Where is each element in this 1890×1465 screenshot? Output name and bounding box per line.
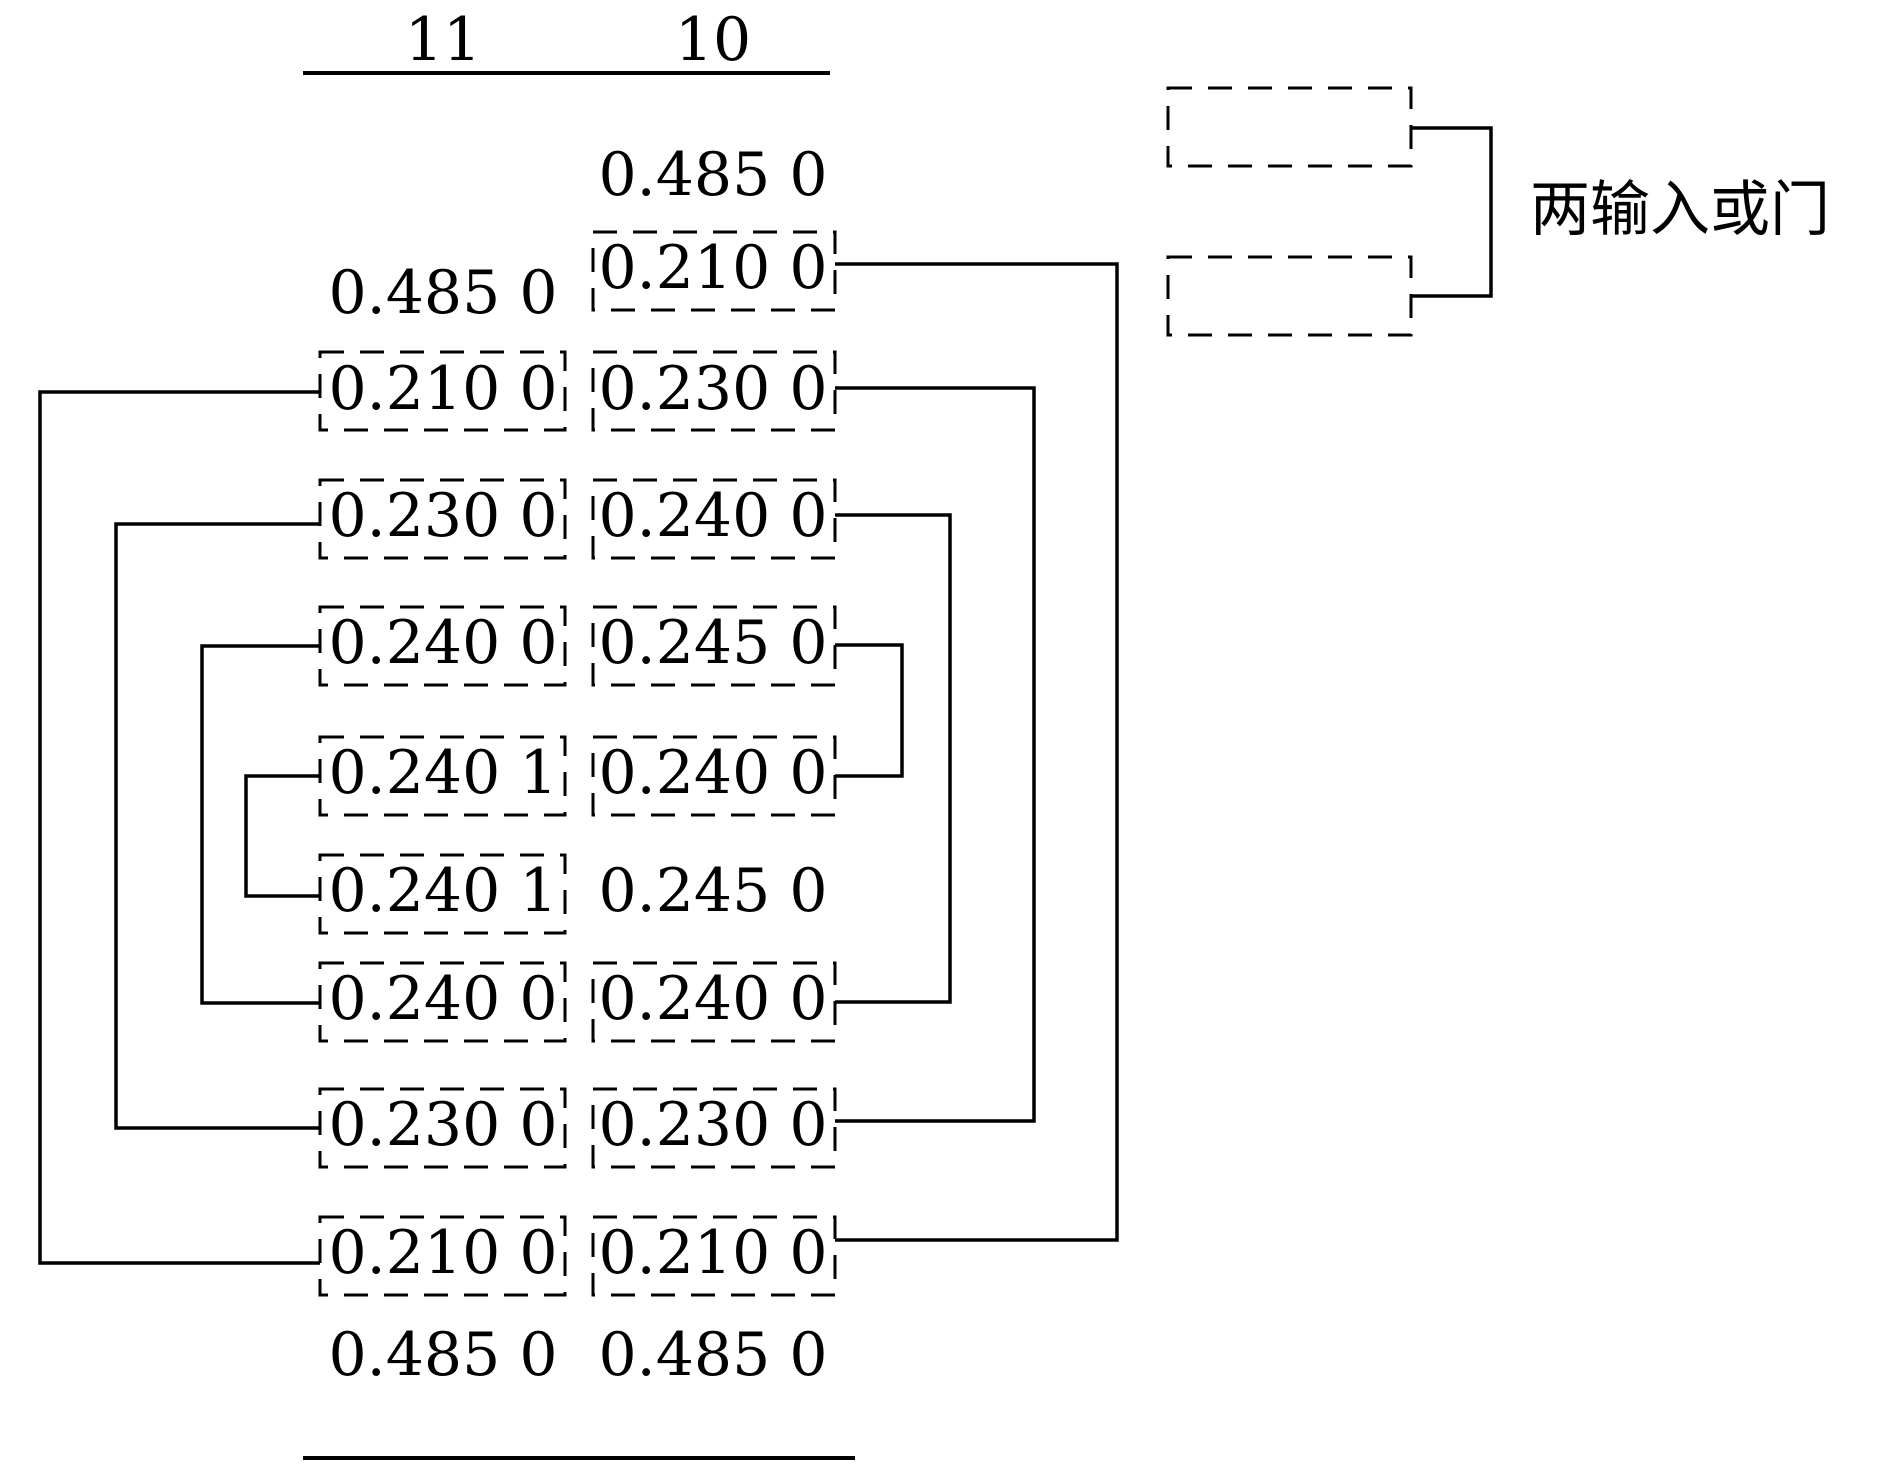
right-box-3	[591, 478, 837, 560]
left-box-5	[318, 853, 567, 935]
right-value-8: 0.230 0	[598, 1090, 827, 1160]
left-value-9: 0.485 0	[328, 1320, 557, 1390]
right-box-8	[591, 1087, 837, 1169]
right-value-4: 0.245 0	[598, 608, 827, 678]
legend-input-box-top	[1166, 86, 1413, 168]
left-connector-1-8	[38, 390, 320, 1265]
left-value-1: 0.210 0	[328, 354, 557, 424]
left-box-2	[318, 478, 567, 560]
left-value-7: 0.230 0	[328, 1090, 557, 1160]
left-column: 0.485 0 0.210 0 0.230 0 0.240 0 0.240 1 …	[328, 258, 557, 1390]
legend-label: 两输入或门	[1530, 175, 1830, 245]
right-value-6: 0.245 0	[598, 856, 827, 926]
right-value-7: 0.240 0	[598, 964, 827, 1034]
right-connector-3-7	[835, 513, 952, 1004]
left-value-2: 0.230 0	[328, 481, 557, 551]
left-value-4: 0.240 1	[328, 738, 557, 808]
column-header-left: 11	[405, 5, 481, 75]
right-boxes	[591, 230, 837, 1297]
right-box-9	[591, 1215, 837, 1297]
right-value-10: 0.485 0	[598, 1320, 827, 1390]
left-value-0: 0.485 0	[328, 258, 557, 328]
left-value-3: 0.240 0	[328, 608, 557, 678]
right-value-9: 0.210 0	[598, 1218, 827, 1288]
left-connector-4-5	[244, 774, 320, 898]
right-value-0: 0.485 0	[598, 140, 827, 210]
right-value-2: 0.230 0	[598, 354, 827, 424]
right-box-1	[591, 230, 837, 312]
right-value-3: 0.240 0	[598, 481, 827, 551]
left-connector-2-7	[114, 522, 320, 1130]
right-box-2	[591, 350, 837, 432]
left-value-8: 0.210 0	[328, 1218, 557, 1288]
left-value-6: 0.240 0	[328, 964, 557, 1034]
right-value-1: 0.210 0	[598, 233, 827, 303]
column-header-right: 10	[675, 5, 751, 75]
left-connector-3-6	[200, 644, 320, 1005]
left-box-8	[318, 1215, 567, 1297]
right-connector-4-5	[835, 643, 904, 778]
right-column: 0.485 0 0.210 0 0.230 0 0.240 0 0.245 0 …	[598, 140, 827, 1390]
right-connectors	[835, 262, 1119, 1242]
left-connectors	[38, 390, 320, 1265]
right-value-5: 0.240 0	[598, 738, 827, 808]
right-connector-1-9	[835, 262, 1119, 1242]
left-value-5: 0.240 1	[328, 856, 557, 926]
legend-input-box-bottom	[1166, 255, 1413, 337]
right-connector-2-8	[835, 386, 1036, 1123]
legend-connector	[1411, 126, 1493, 298]
legend: 两输入或门	[1166, 86, 1830, 337]
